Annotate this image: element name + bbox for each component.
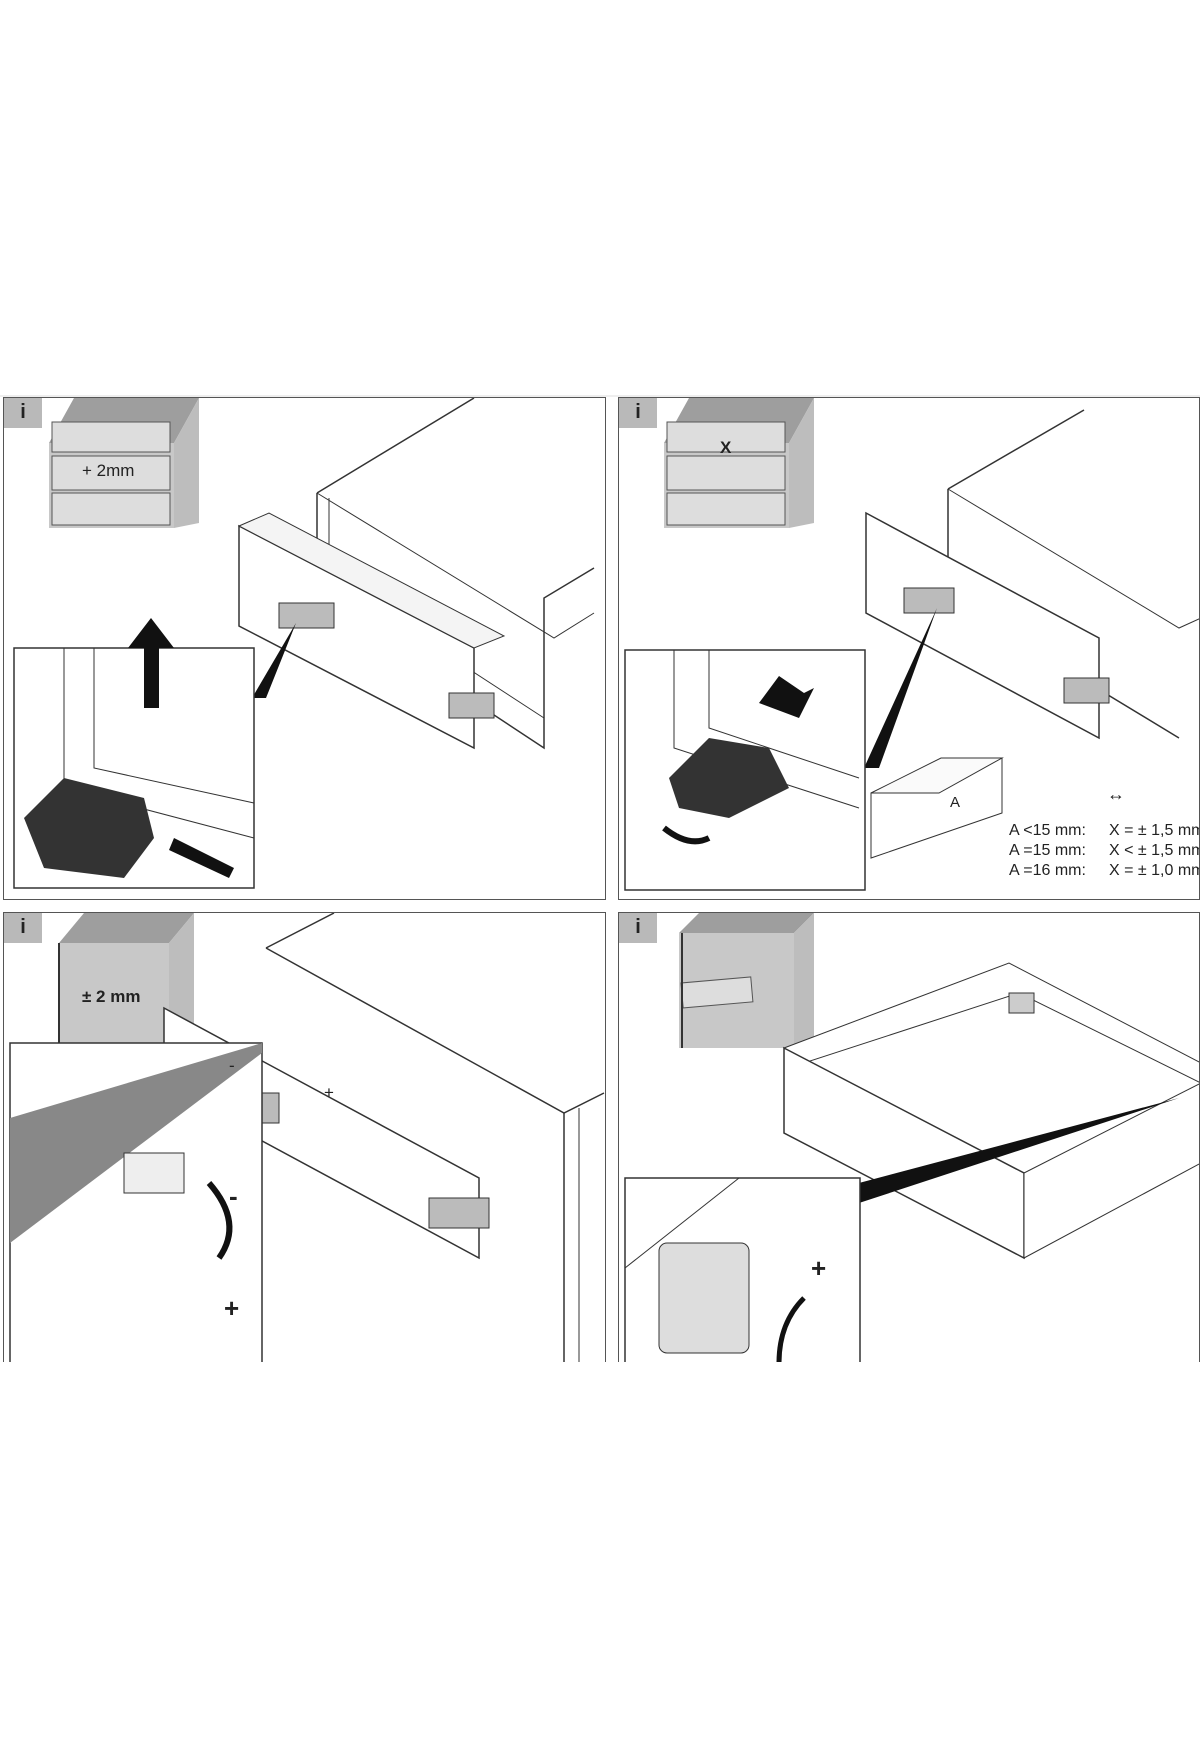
minus-label: - [229,1056,235,1075]
a-value: A =16 mm: [1009,862,1086,879]
x-value: X = ± 1,5 mm [1109,822,1200,839]
dimension-a-label: A [950,794,961,811]
info-tag: i [619,398,657,428]
info-tag: i [4,398,42,428]
drawer-side-illustration [624,398,1199,891]
height-adjust-label: + 2mm [82,461,135,480]
drawer-depth-illustration [9,913,605,1362]
drawer-height-illustration [13,398,595,889]
page-top-divider [0,395,1200,397]
depth-adjust-label: ± 2 mm [82,987,141,1006]
x-value: X = ± 1,0 mm [1109,862,1200,879]
step-panel-side-adjust: i X A ↔ A <15 mm: X = ± 1,5 mm A =15 mm: X… [618,397,1200,900]
double-arrow-icon: ↔ [1107,784,1125,804]
minus-label: - [229,1181,238,1211]
plus-label: + [324,1083,334,1102]
step-panel-height-adjust: i + 2mm [3,397,606,900]
plus-label: + [224,1293,240,1323]
step-panel-push-open: i + [618,912,1200,1362]
info-tag: i [619,913,657,943]
plus-label: + [811,1253,827,1283]
box-x-label: X [720,438,732,457]
push-open-illustration [624,913,1199,1362]
x-value: X < ± 1,5 mm [1109,842,1200,859]
a-value: A =15 mm: [1009,842,1086,859]
tolerance-row: A =15 mm: X < ± 1,5 mm [1009,841,1200,861]
tolerance-row: A =16 mm: X = ± 1,0 mm [1009,861,1200,881]
step-panel-depth-adjust: i ± 2 mm - + - + [3,912,606,1362]
tolerance-table: A <15 mm: X = ± 1,5 mm A =15 mm: X < ± 1,5… [1009,821,1200,881]
tolerance-row: A <15 mm: X = ± 1,5 mm [1009,821,1200,841]
info-tag: i [4,913,42,943]
a-value: A <15 mm: [1009,822,1086,839]
